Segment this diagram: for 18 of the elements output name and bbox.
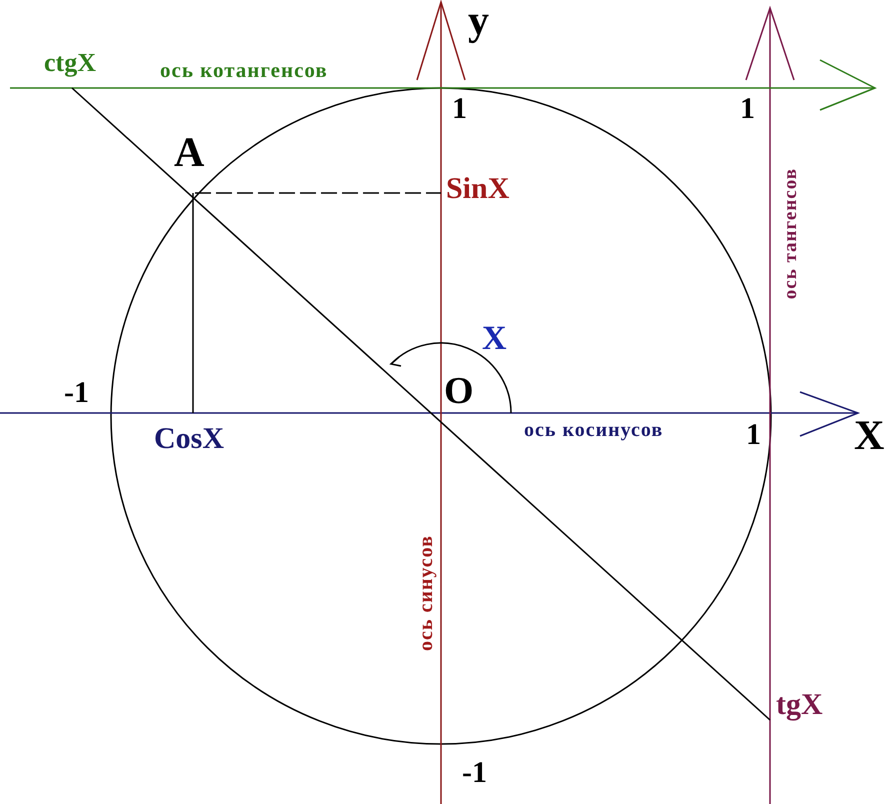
- tick-label: 1: [452, 94, 467, 124]
- function-label: ctgX: [44, 50, 96, 76]
- function-label: SinX: [446, 174, 510, 204]
- point-label: O: [444, 372, 474, 410]
- axis-name: ось синусов: [416, 535, 436, 651]
- function-label: tgX: [776, 690, 823, 720]
- axis-label: y: [468, 0, 489, 42]
- tick-label: 1: [740, 94, 755, 124]
- tick-label: 1: [746, 420, 761, 450]
- axis-name: ось тангенсов: [781, 168, 800, 300]
- axis-name: ось косинусов: [524, 420, 664, 440]
- angle-label: X: [482, 322, 507, 356]
- axis-label: X: [854, 415, 884, 457]
- axis-name: ось котангенсов: [160, 60, 328, 81]
- tick-label: -1: [64, 378, 89, 408]
- point-label: A: [174, 132, 204, 174]
- tick-label: -1: [462, 758, 487, 788]
- function-label: CosX: [154, 424, 224, 454]
